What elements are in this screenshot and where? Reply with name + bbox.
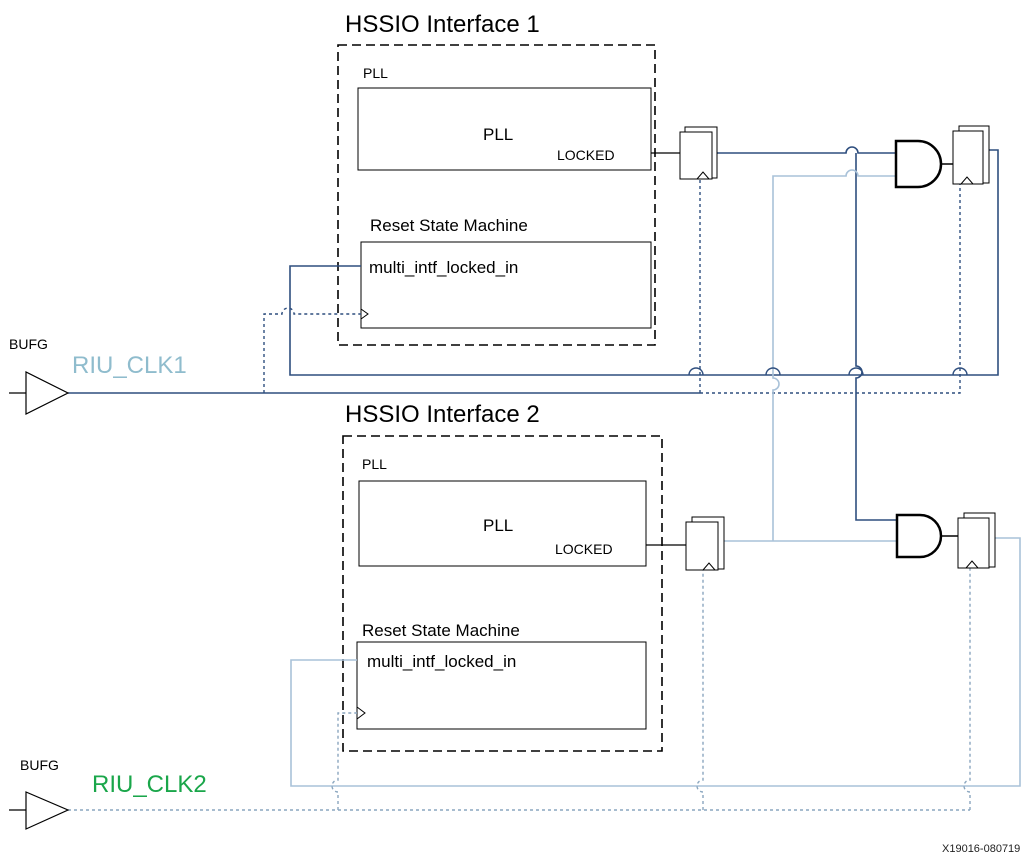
hssio-interface-2: HSSIO Interface 2 PLL PLL LOCKED Reset S… (342, 401, 663, 752)
interface-1-rsm-block (360, 241, 652, 329)
interface-1-frame (337, 44, 656, 346)
sync-flop-4 (957, 512, 996, 569)
interface-2-rsm-clock-input-icon (356, 706, 366, 720)
hssio-interface-1: HSSIO Interface 1 PLL PLL LOCKED Reset S… (337, 11, 656, 346)
interface-2-pll-block (358, 480, 647, 567)
riu-clk1-label: RIU_CLK1 (72, 352, 187, 379)
sync-flop-1 (679, 126, 718, 180)
interface-1-pll-block-label: PLL (483, 125, 513, 144)
wire-crossover-humps (688, 367, 968, 376)
bufg-1: BUFG RIU_CLK1 (9, 336, 187, 415)
bufg-1-label: BUFG (9, 336, 48, 352)
bufg-2-triangle-icon (25, 791, 70, 830)
interface-2-title: HSSIO Interface 2 (345, 401, 540, 428)
clk1-clock-wires (68, 178, 961, 394)
figure-id: X19016-080719 (942, 843, 1020, 855)
interface-1-locked-label: LOCKED (557, 147, 615, 163)
riu-clk2-label: RIU_CLK2 (92, 771, 207, 798)
and-gate-2 (895, 513, 958, 559)
interface-1-rsm-section-label: Reset State Machine (370, 216, 528, 235)
clk2-domain-wires (290, 169, 1021, 787)
interface-1-pll-section-label: PLL (363, 65, 388, 81)
interface-2-pll-section-label: PLL (362, 456, 387, 472)
sync-flop-2 (952, 125, 990, 185)
clk2-clock-wires (68, 566, 971, 811)
interface-1-rsm-clock-input-icon (360, 308, 369, 320)
interface-2-frame (342, 435, 663, 752)
interface-1-title: HSSIO Interface 1 (345, 11, 540, 38)
interface-2-rsm-block (356, 641, 647, 730)
clk1-domain-wires (289, 146, 999, 521)
interface-2-rsm-port-label: multi_intf_locked_in (367, 652, 516, 671)
interface-1-rsm-port-label: multi_intf_locked_in (369, 258, 518, 277)
sync-flop-3 (685, 516, 725, 571)
and-gate-1 (894, 139, 953, 189)
bufg-2-label: BUFG (20, 757, 59, 773)
interface-2-rsm-section-label: Reset State Machine (362, 621, 520, 640)
interface-2-locked-label: LOCKED (555, 541, 613, 557)
interface-1-pll-block (357, 87, 652, 171)
bufg-2: BUFG RIU_CLK2 (9, 757, 207, 830)
bufg-1-triangle-icon (25, 371, 70, 415)
interface-2-pll-block-label: PLL (483, 516, 513, 535)
